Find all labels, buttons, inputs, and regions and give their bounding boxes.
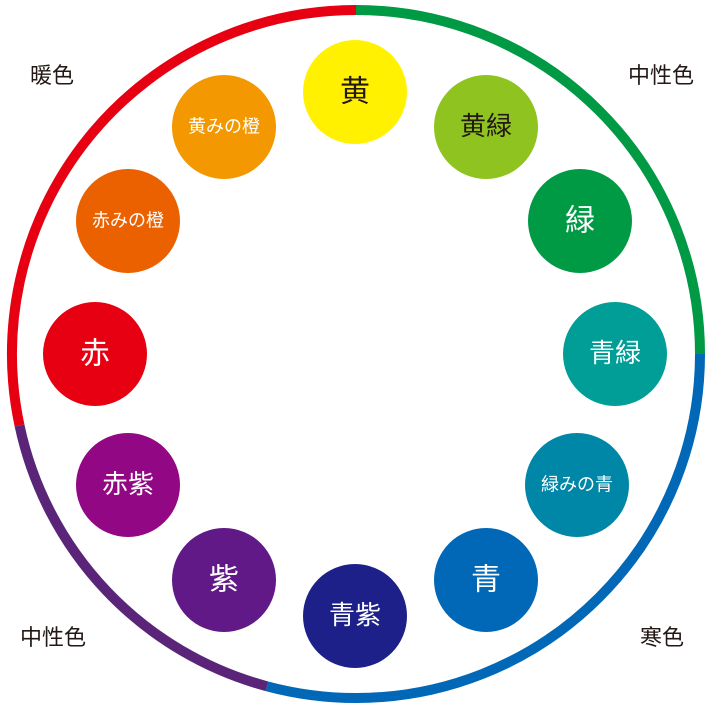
hue-circle-5: 緑みの青 (525, 433, 629, 537)
hue-circle-3: 緑 (528, 169, 632, 273)
hue-swatch (43, 302, 147, 406)
hue-swatch (563, 302, 667, 406)
hue-label: 赤 (80, 337, 110, 372)
ring-arc-warm (7, 5, 357, 427)
hue-swatch (434, 75, 538, 179)
label-neutral-colors-bottom: 中性色 (20, 626, 87, 651)
hue-label: 緑 (565, 204, 595, 239)
hue-label: 黄みの橙 (188, 117, 260, 138)
temperature-ring (7, 5, 705, 703)
hue-swatch (303, 564, 407, 668)
hue-circle-8: 紫 (172, 528, 276, 632)
hue-label: 黄緑 (460, 112, 512, 142)
hue-circle-11: 赤みの橙 (76, 169, 180, 273)
hue-circle-10: 赤 (43, 302, 147, 406)
hue-label: 紫 (209, 563, 239, 598)
hue-circle-6: 青 (434, 528, 538, 632)
hue-swatch (303, 40, 407, 144)
ring-arc-cool (265, 681, 357, 703)
hue-circle-4: 青緑 (563, 302, 667, 406)
hue-circle-9: 赤紫 (76, 433, 180, 537)
hue-label: 黄 (340, 75, 370, 110)
hue-swatch (528, 169, 632, 273)
hue-swatch (76, 433, 180, 537)
hue-label: 赤みの橙 (92, 211, 164, 232)
hue-swatch (525, 433, 629, 537)
ring-arc-cool (355, 353, 705, 703)
hue-swatch (172, 75, 276, 179)
hue-label: 青緑 (589, 339, 641, 369)
hue-swatch (76, 169, 180, 273)
label-neutral-colors-top: 中性色 (628, 64, 695, 89)
hue-circle-2: 黄緑 (434, 75, 538, 179)
hue-circle-1: 黄 (303, 40, 407, 144)
hue-circle-7: 青紫 (303, 564, 407, 668)
ring-arc-neutral-top (355, 5, 705, 355)
label-cool-colors: 寒色 (640, 626, 685, 651)
hue-swatch (434, 528, 538, 632)
hue-label: 青 (471, 563, 501, 598)
hue-label: 青紫 (329, 601, 381, 631)
hue-label: 赤紫 (102, 470, 154, 500)
hue-label: 緑みの青 (541, 475, 613, 496)
label-warm-colors: 暖色 (30, 64, 75, 89)
hue-circle-12: 黄みの橙 (172, 75, 276, 179)
ring-arc-neutral-bottom (14, 424, 269, 692)
hue-swatch (172, 528, 276, 632)
